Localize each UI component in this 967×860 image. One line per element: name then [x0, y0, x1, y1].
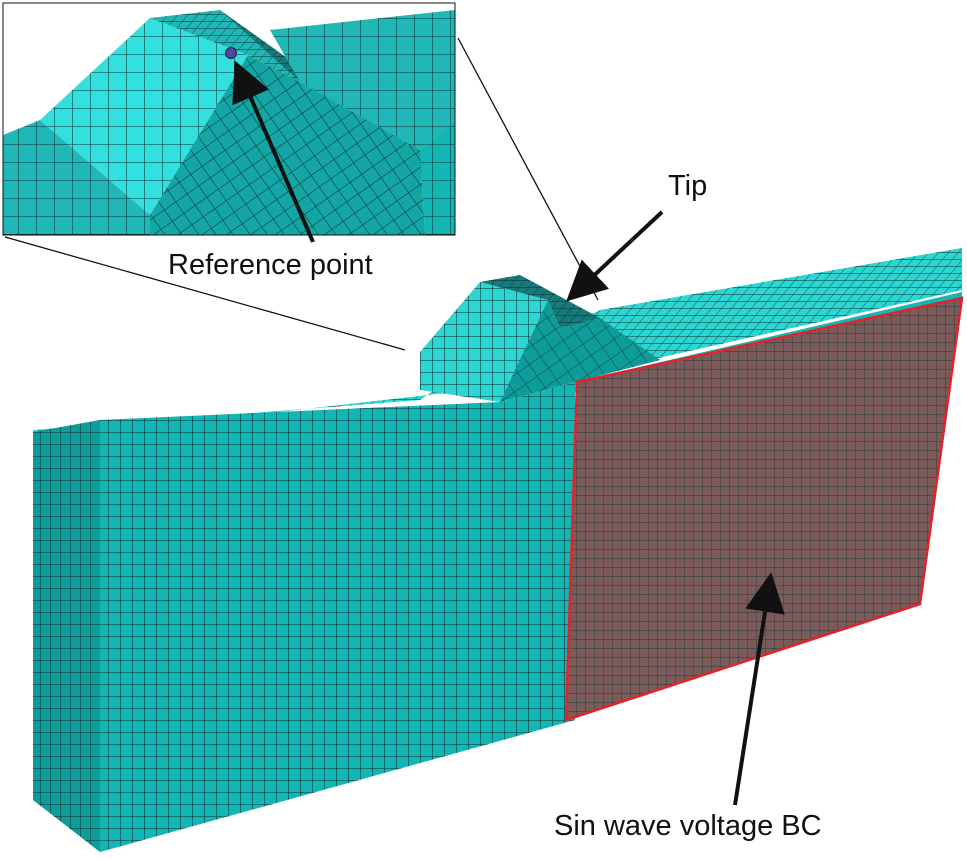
tip-label: Tip [668, 170, 708, 202]
zoom-line-left [4, 236, 406, 351]
zoom-inset [2, 2, 456, 236]
reference-point-marker [225, 47, 237, 59]
bc-arrow [733, 572, 785, 806]
boundary-condition-label: Sin wave voltage BC [554, 810, 822, 842]
tip-ridge [420, 275, 660, 402]
bc-face-outline [564, 296, 964, 722]
reference-point-arrow [232, 60, 315, 243]
main-mesh-block [33, 248, 962, 852]
bc-face [564, 296, 964, 722]
zoom-line-right [457, 37, 599, 301]
tip-arrow [566, 210, 664, 302]
reference-point-label: Reference point [168, 249, 373, 281]
